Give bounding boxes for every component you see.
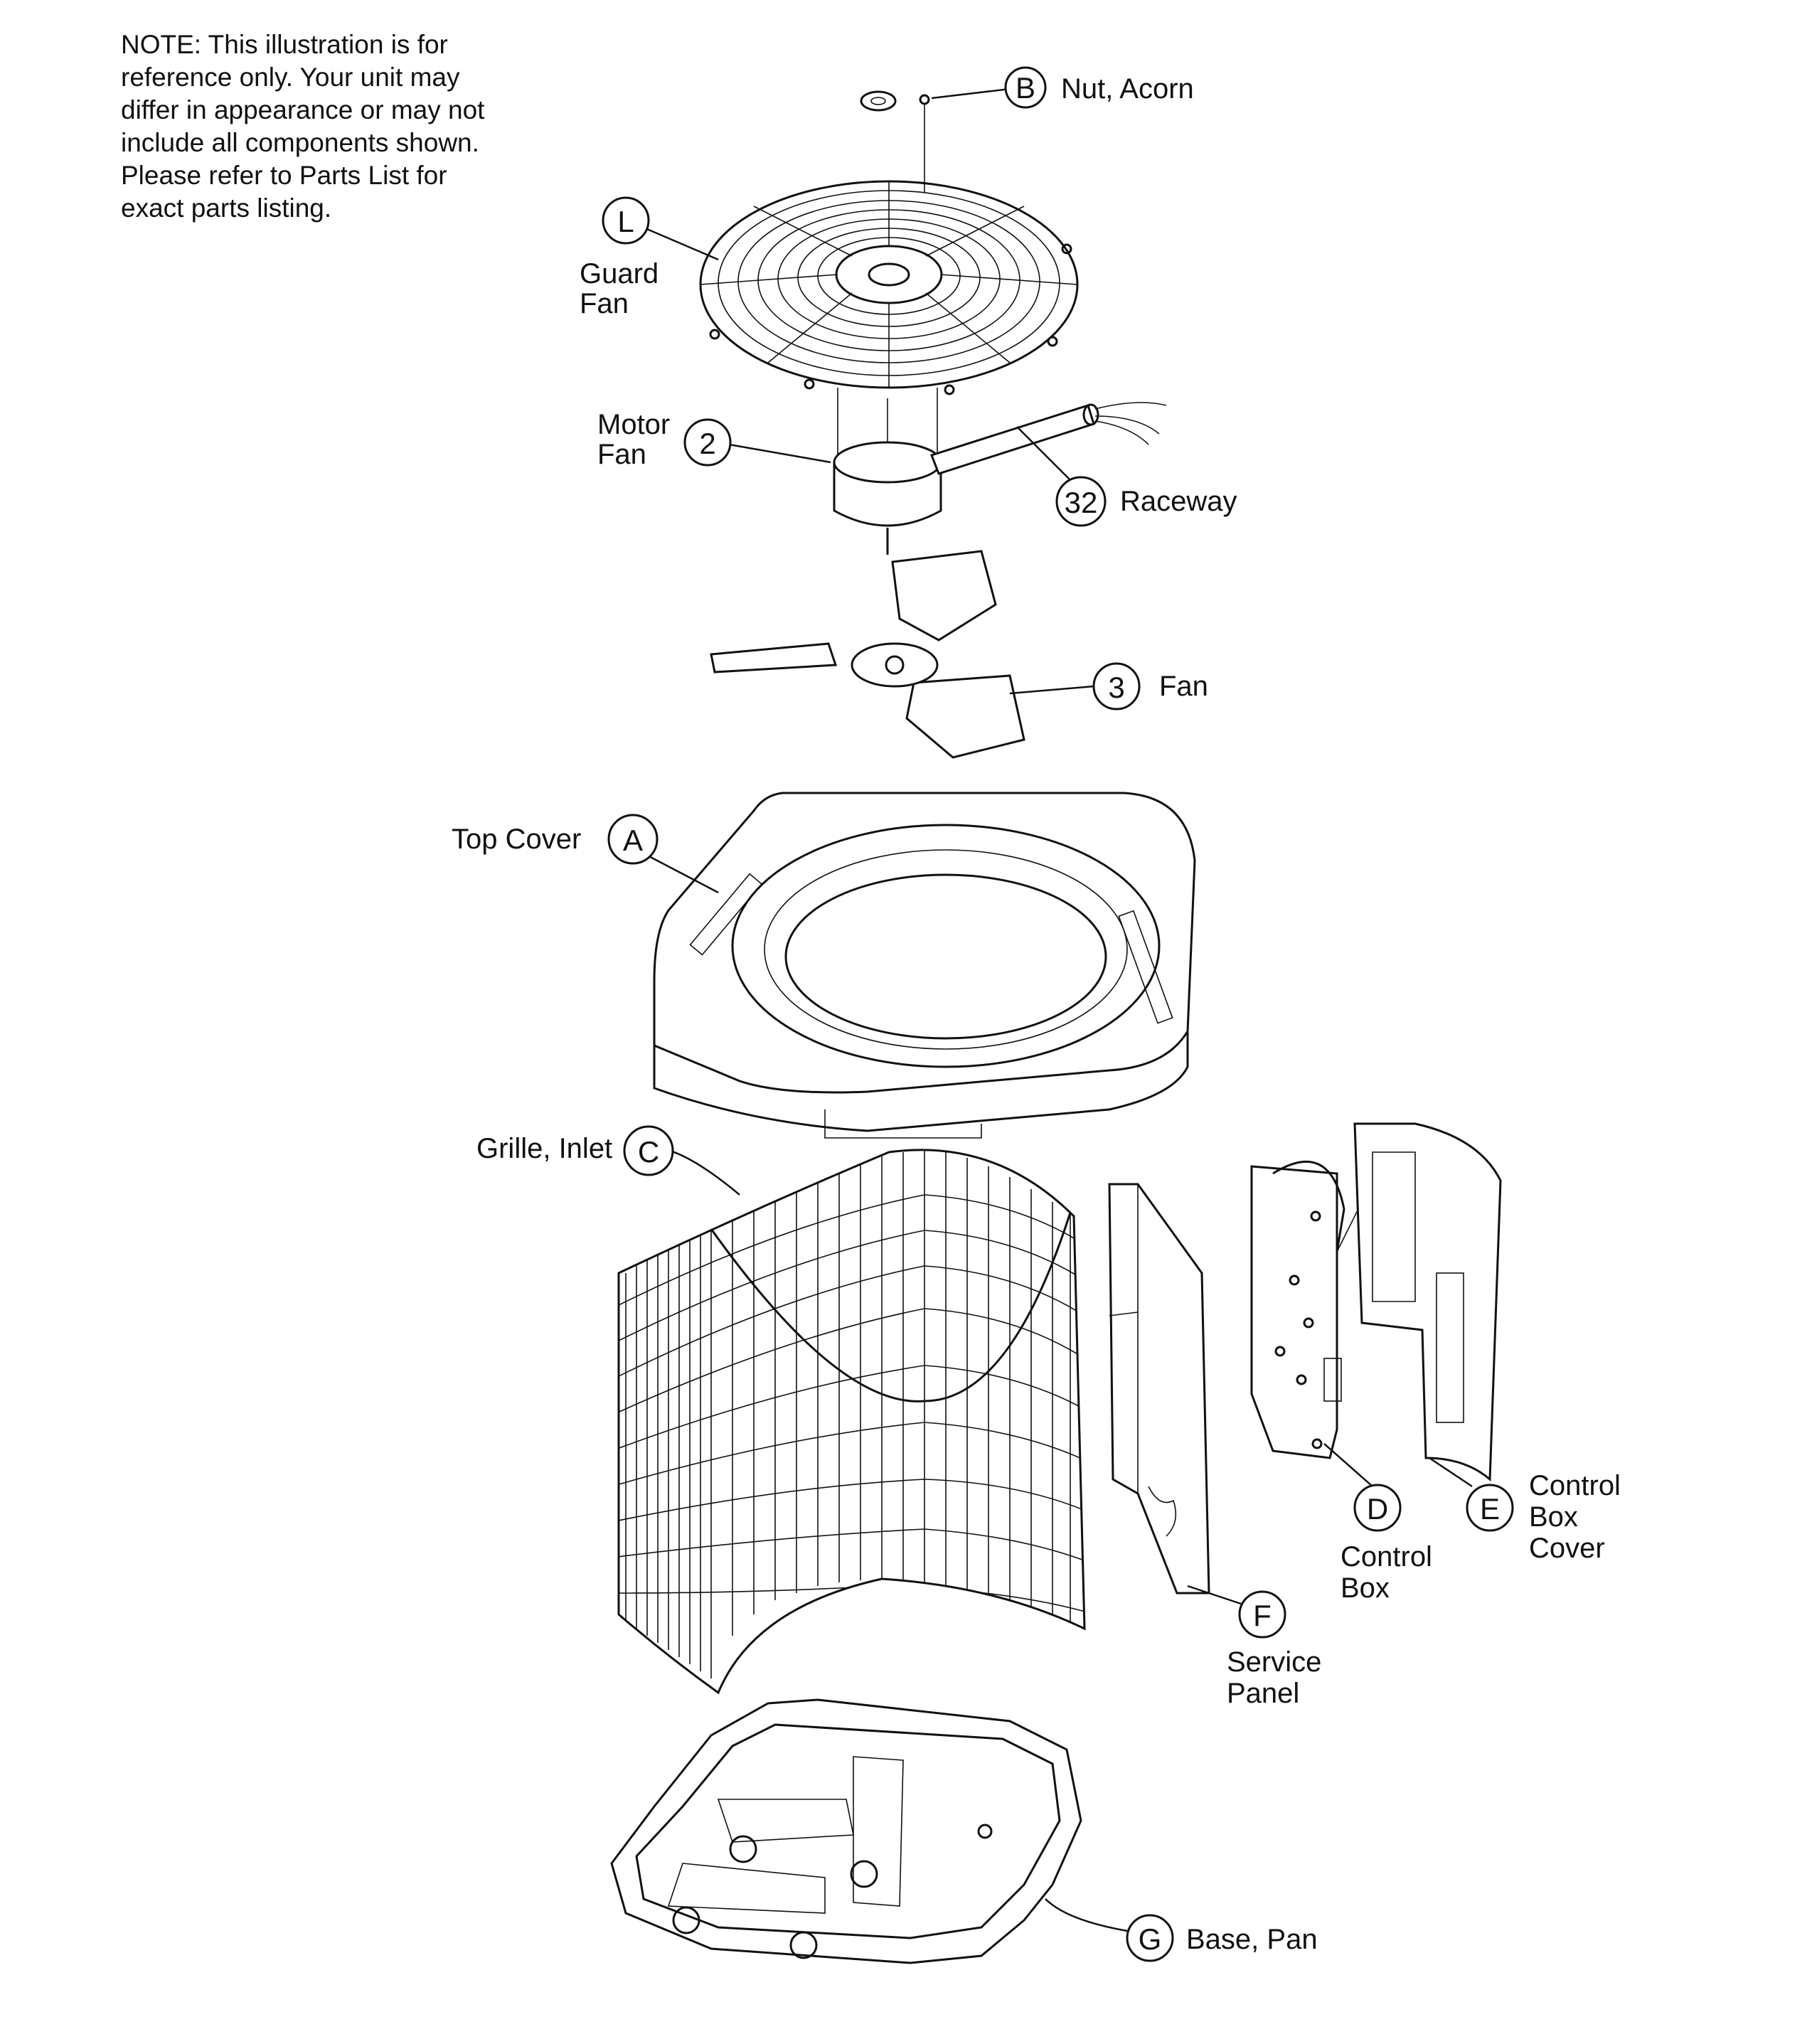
callout-a: A Top Cover xyxy=(452,814,719,894)
fan-blade-drawing xyxy=(710,550,1025,759)
acorn-nut-drawing xyxy=(860,90,930,112)
callout-f: F Service Panel xyxy=(1187,1585,1321,1709)
control-box-drawing xyxy=(1250,1160,1373,1459)
svg-text:Fan: Fan xyxy=(580,288,629,319)
svg-text:Panel: Panel xyxy=(1227,1678,1299,1709)
callout-3: 3 Fan xyxy=(1009,662,1208,710)
svg-text:L: L xyxy=(617,205,634,238)
svg-text:B: B xyxy=(1016,71,1035,105)
callout-d: D Control Box xyxy=(1323,1443,1432,1604)
callout-c: C Grille, Inlet xyxy=(476,1125,740,1196)
svg-text:C: C xyxy=(638,1135,659,1169)
svg-text:A: A xyxy=(623,824,643,857)
top-cover-drawing xyxy=(653,792,1196,1139)
svg-text:Cover: Cover xyxy=(1529,1533,1605,1564)
svg-text:Raceway: Raceway xyxy=(1120,486,1237,517)
svg-text:Control: Control xyxy=(1529,1470,1621,1501)
callout-e: E Control Box Cover xyxy=(1429,1457,1621,1564)
svg-text:Top Cover: Top Cover xyxy=(452,824,581,855)
raceway-drawing xyxy=(930,402,1167,475)
fan-motor-drawing xyxy=(833,388,942,555)
callout-b: B Nut, Acorn xyxy=(931,66,1194,109)
svg-text:Base, Pan: Base, Pan xyxy=(1186,1924,1318,1955)
reference-note: NOTE: This illustration is for reference… xyxy=(121,30,485,223)
svg-text:D: D xyxy=(1367,1492,1388,1526)
svg-text:Grille, Inlet: Grille, Inlet xyxy=(476,1133,612,1164)
service-panel-drawing xyxy=(1108,1183,1210,1595)
svg-text:3: 3 xyxy=(1108,671,1124,704)
callout-2: 2 Motor Fan xyxy=(597,409,831,470)
svg-text:G: G xyxy=(1139,1922,1162,1956)
svg-text:Service: Service xyxy=(1227,1646,1321,1678)
callout-32: 32 Raceway xyxy=(1016,426,1237,527)
svg-text:Control: Control xyxy=(1341,1541,1432,1572)
svg-text:Fan: Fan xyxy=(1159,671,1208,702)
svg-text:Fan: Fan xyxy=(597,439,646,470)
svg-text:32: 32 xyxy=(1065,486,1098,519)
inlet-grille-drawing xyxy=(617,1149,1086,1695)
svg-text:Motor: Motor xyxy=(597,409,670,440)
callout-g: G Base, Pan xyxy=(1045,1898,1318,1962)
svg-text:2: 2 xyxy=(699,427,715,460)
svg-text:F: F xyxy=(1253,1599,1272,1632)
control-box-cover-drawing xyxy=(1353,1122,1502,1482)
svg-text:Box: Box xyxy=(1529,1501,1578,1533)
svg-text:Guard: Guard xyxy=(580,258,659,289)
fan-guard-drawing xyxy=(699,104,1079,395)
callout-l: L Guard Fan xyxy=(580,196,719,319)
svg-text:Box: Box xyxy=(1341,1572,1390,1604)
svg-text:Nut, Acorn: Nut, Acorn xyxy=(1061,73,1194,105)
base-pan-drawing xyxy=(610,1698,1082,1964)
svg-text:E: E xyxy=(1480,1492,1500,1526)
